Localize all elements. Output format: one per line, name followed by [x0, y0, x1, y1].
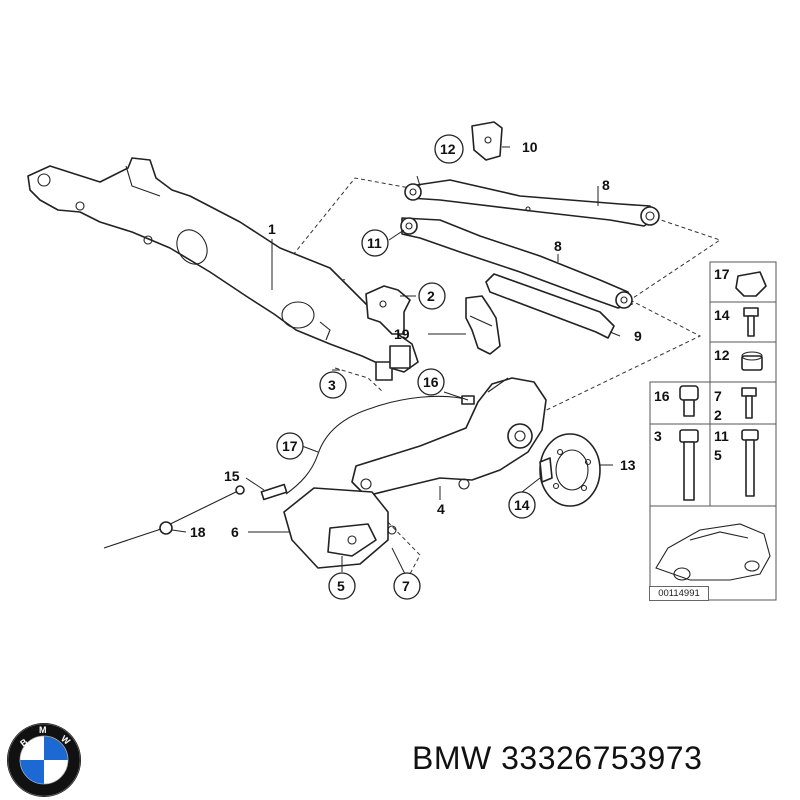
- bracket-10: [471, 121, 503, 161]
- callout-9: 9: [634, 328, 642, 344]
- callout-circle-2: [418, 282, 446, 310]
- mount-6: [283, 487, 397, 569]
- rear-axle-carrier: [27, 157, 419, 381]
- callout-4: 4: [437, 501, 445, 517]
- grid-label-7: 7: [714, 388, 722, 404]
- callout-circle-12: [434, 134, 464, 164]
- callout-circle-17: [276, 432, 304, 460]
- grid-label-14: 14: [714, 307, 730, 323]
- wheel-carrier: [351, 377, 547, 497]
- bmw-logo: B M W: [7, 723, 81, 797]
- grid-label-11: 11: [714, 428, 729, 444]
- callout-circle-11: [361, 229, 389, 257]
- part-number: 33326753973: [501, 740, 703, 776]
- callout-19: 19: [394, 326, 410, 342]
- callout-6: 6: [231, 524, 239, 540]
- callout-17: 17: [282, 438, 298, 454]
- callout-circle-5: [328, 572, 356, 600]
- logo-letter-b: B: [18, 736, 30, 748]
- callout-7: 7: [402, 578, 410, 594]
- grid-label-12: 12: [714, 347, 730, 363]
- grid-label-2: 2: [714, 407, 722, 423]
- callout-circle-7: [393, 572, 421, 600]
- logo-letter-m: M: [39, 725, 47, 735]
- grid-label-16: 16: [654, 388, 670, 404]
- callouts: 1 2 3 4 5 6 7 8 8 9 10 11 12 13 14 15 16…: [190, 134, 642, 600]
- drawing-code: 00114991: [649, 586, 709, 601]
- callout-8-upper: 8: [602, 177, 610, 193]
- callout-2: 2: [427, 288, 435, 304]
- callout-circle-14: [508, 491, 536, 519]
- callout-12: 12: [440, 141, 456, 157]
- grid-label-5: 5: [714, 447, 722, 463]
- rod-18: [103, 485, 245, 549]
- callout-circle-16: [417, 368, 445, 396]
- callout-16: 16: [423, 374, 439, 390]
- callout-5: 5: [337, 578, 345, 594]
- callout-8-lower: 8: [554, 238, 562, 254]
- callout-18: 18: [190, 524, 206, 540]
- callout-1: 1: [268, 221, 276, 237]
- callout-circle-3: [319, 371, 347, 399]
- part-caption: BMW 33326753973: [412, 740, 702, 777]
- control-arm-lower: [400, 217, 633, 309]
- bracket-2: [365, 285, 411, 335]
- pin-15: [260, 483, 288, 501]
- leader-lines: [171, 146, 621, 575]
- callout-15: 15: [224, 468, 240, 484]
- callout-10: 10: [522, 139, 538, 155]
- bracket-19: [465, 295, 501, 355]
- callout-14: 14: [514, 497, 530, 513]
- callout-3: 3: [328, 377, 336, 393]
- grid-label-17: 17: [714, 266, 730, 282]
- control-arm-upper: [404, 179, 660, 227]
- callout-13: 13: [620, 457, 636, 473]
- grid-label-3: 3: [654, 428, 662, 444]
- hardware-grid: 17 14 12 16 7 2 3 11 5: [649, 261, 777, 601]
- wheel-hub: [539, 433, 601, 507]
- callout-11: 11: [367, 235, 382, 251]
- brand-name: BMW: [412, 740, 492, 776]
